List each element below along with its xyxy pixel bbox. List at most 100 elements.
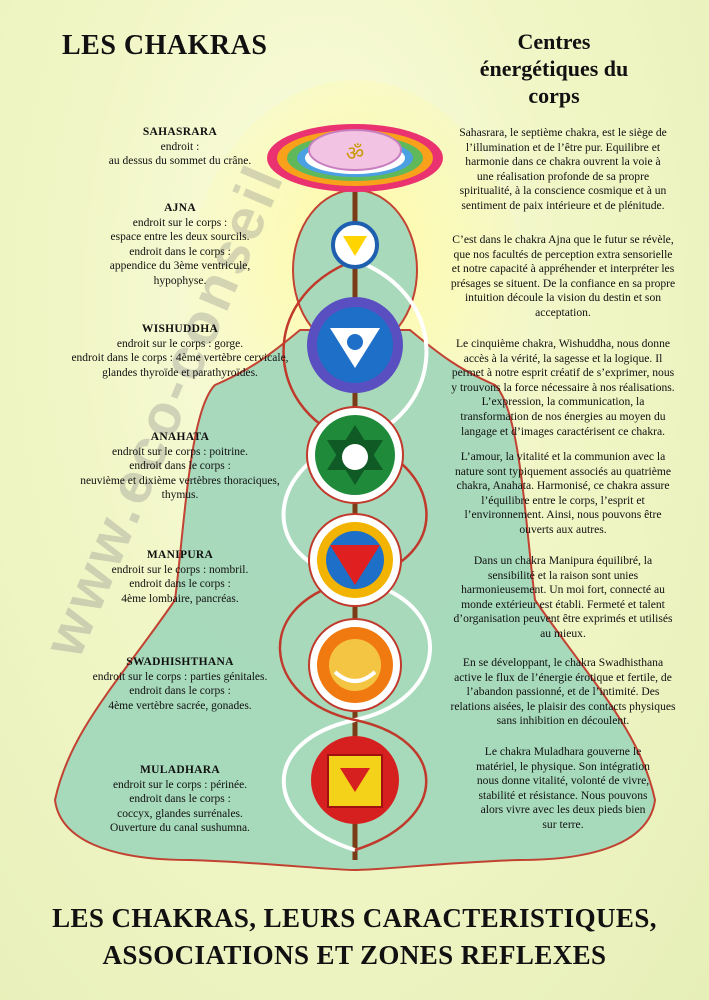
chakra-label-swadhishthana: SWADHISHTHANA endroit sur le corps : par…	[40, 655, 320, 713]
footer-line: LES CHAKRAS, LEURS CARACTERISTIQUES,	[52, 903, 657, 933]
description-line: langage et d’images caractérisent ce cha…	[460, 424, 666, 438]
description-wishuddha: Le cinquième chakra, Wishuddha, nous don…	[438, 337, 688, 439]
description-line: Le cinquième chakra, Wishuddha, nous don…	[455, 337, 671, 350]
description-line: En se développant, le chakra Swadhisthan…	[462, 656, 664, 669]
wishuddha-icon	[307, 297, 403, 393]
description-line: intuition découle la vision du destin et…	[464, 291, 662, 305]
description-line: ouverts aux autres.	[519, 522, 607, 536]
description-muladhara: Le chakra Muladhara gouverne le matériel…	[438, 745, 688, 833]
chakra-label-muladhara: MULADHARA endroit sur le corps : périnée…	[40, 763, 320, 836]
description-line: présages se situent. De la confiance en …	[450, 276, 676, 290]
chakra-name: AJNA	[164, 202, 196, 214]
description-line: sensibilité et la raison sont unies	[487, 568, 639, 582]
chakra-label-sahasrara: SAHASRARA endroit : au dessus du sommet …	[40, 125, 320, 169]
description-line: L’amour, la vitalité et la communion ave…	[460, 450, 666, 463]
description-line: une réalisation profonde de sa propre	[476, 169, 650, 183]
description-line: l’environnement. Ainsi, nous pouvons êtr…	[464, 508, 662, 522]
chakra-location: endroit dans le corps :	[129, 685, 231, 697]
description-line: Dans un chakra Manipura équilibré, la	[473, 554, 653, 567]
chakra-location: endroit dans le corps :	[129, 245, 231, 258]
ajna-icon	[331, 221, 379, 269]
chakra-label-manipura: MANIPURA endroit sur le corps : nombril.…	[40, 548, 320, 606]
chakra-location: endroit sur le corps : nombril.	[111, 563, 249, 576]
description-line: nous donne vitalité, volonté de vivre,	[476, 774, 650, 788]
description-line: Sahasrara, le septième chakra, est le si…	[459, 126, 667, 139]
description-line: matériel, le physique. Son intégration	[476, 759, 650, 773]
anahata-icon	[306, 406, 404, 504]
description-line: au mieux.	[540, 626, 586, 640]
footer-line: ASSOCIATIONS ET ZONES REFLEXES	[102, 940, 607, 970]
chakra-location: hypophyse.	[153, 274, 207, 287]
description-line: sur terre.	[542, 817, 584, 831]
chakra-location: au dessus du sommet du crâne.	[108, 155, 252, 167]
chakra-location: endroit sur le corps : périnée.	[112, 778, 248, 791]
chakra-name: WISHUDDHA	[141, 323, 219, 335]
sahasrara-lotus-icon: ॐ	[267, 124, 443, 192]
description-line: sans inhibition en découlent.	[496, 714, 630, 728]
muladhara-icon	[311, 736, 399, 824]
description-line: chakra, Anahata. Harmonisé, ce chakra as…	[456, 479, 670, 493]
chakra-location: endroit dans le corps :	[129, 578, 231, 590]
description-line: accès à la vérité, la sagesse et la logi…	[463, 351, 663, 365]
chakra-label-ajna: AJNA endroit sur le corps : espace entre…	[40, 201, 320, 288]
description-line: spiritualité, à la conscience cosmique e…	[459, 184, 667, 198]
description-line: l’abandon passionné, et de l’intimité. D…	[466, 685, 660, 699]
description-line: active le flux de l’énergie érotique et …	[454, 670, 672, 684]
description-line: nature sont typiquement associés au quat…	[454, 464, 672, 478]
chakra-location: 4ème vertèbre sacrée, gonades.	[108, 699, 252, 712]
chakra-location: Ouverture du canal sushumna.	[110, 822, 250, 834]
footer-heading: LES CHAKRAS, LEURS CARACTERISTIQUES, ASS…	[0, 900, 709, 974]
chakra-location: endroit dans le corps :	[129, 793, 231, 805]
description-anahata: L’amour, la vitalité et la communion ave…	[438, 450, 688, 538]
chakra-name: ANAHATA	[150, 431, 210, 443]
description-line: acceptation.	[535, 305, 591, 319]
chakra-location: glandes thyroïde et parathyroïdes.	[102, 366, 258, 379]
description-line: alors vivre avec les deux pieds bien	[480, 803, 646, 817]
chakra-location: coccyx, glandes surrénales.	[117, 807, 243, 820]
chakra-location: 4ème lombaire, pancréas.	[121, 592, 239, 605]
description-line: relations aisées, le plaisir des contact…	[450, 699, 676, 713]
chakra-name: MANIPURA	[146, 549, 214, 561]
chakra-location: endroit sur le corps : poitrine.	[111, 445, 249, 458]
description-line: Le chakra Muladhara gouverne le	[484, 745, 642, 758]
description-manipura: Dans un chakra Manipura équilibré, la se…	[438, 554, 688, 642]
chakra-location: appendice du 3ème ventricule,	[109, 260, 251, 272]
svg-text:ॐ: ॐ	[346, 141, 364, 165]
page-title: LES CHAKRAS	[62, 30, 268, 61]
chakra-name: SWADHISHTHANA	[126, 656, 234, 668]
description-ajna: C’est dans le chakra Ajna que le futur s…	[438, 233, 688, 321]
description-sahasrara: Sahasrara, le septième chakra, est le si…	[438, 126, 688, 214]
description-line: stabilité et résistance. Nous pouvons	[478, 788, 648, 802]
chakra-location: espace entre les deux sourcils.	[110, 231, 250, 243]
chakra-location: endroit sur le corps : parties génitales…	[92, 670, 268, 683]
chakra-location: thymus.	[161, 489, 199, 501]
description-line: monde extérieur est établi. Fermeté et t…	[461, 597, 665, 611]
chakra-name: SAHASRARA	[142, 126, 218, 138]
manipura-icon	[308, 513, 402, 607]
page-subtitle: Centres énergétiques du corps	[450, 28, 658, 109]
description-swadhishthana: En se développant, le chakra Swadhisthan…	[438, 656, 688, 729]
swadhishthana-icon	[308, 618, 402, 712]
chakra-name: MULADHARA	[140, 764, 220, 776]
chakra-location: endroit dans le corps :	[129, 460, 231, 472]
description-line: que nos facultés de perception extra sen…	[453, 247, 673, 261]
chakra-location: endroit :	[160, 140, 200, 153]
description-line: sentiment de paix intérieure et de pléni…	[461, 198, 665, 212]
description-line: l’équilibre entre le corps, l’esprit et	[481, 493, 645, 507]
description-line: transformation de nos énergies au moyen …	[460, 409, 666, 423]
chakra-location: endroit sur le corps : gorge.	[116, 337, 244, 350]
chakra-label-anahata: ANAHATA endroit sur le corps : poitrine.…	[40, 430, 320, 503]
chakra-label-wishuddha: WISHUDDHA endroit sur le corps : gorge. …	[40, 322, 320, 380]
subtitle-line: énergétiques du	[479, 56, 629, 81]
chakra-location: neuvième et dixième vertèbres thoracique…	[80, 474, 280, 487]
description-line: et notre capacité à appréhender et inter…	[451, 262, 675, 276]
description-line: harmonie dans ce chakra ouvrent la voie …	[465, 155, 661, 169]
subtitle-line: corps	[528, 83, 580, 108]
subtitle-line: Centres	[517, 29, 591, 54]
description-line: y trouvons la force nécessaire à nos réa…	[451, 380, 675, 394]
description-line: d’organisation peuvent être exprimés et …	[453, 612, 673, 626]
description-line: C’est dans le chakra Ajna que le futur s…	[452, 233, 674, 246]
chakra-location: endroit dans le corps : 4ème vertèbre ce…	[71, 352, 289, 364]
chakra-location: endroit sur le corps :	[132, 216, 228, 229]
